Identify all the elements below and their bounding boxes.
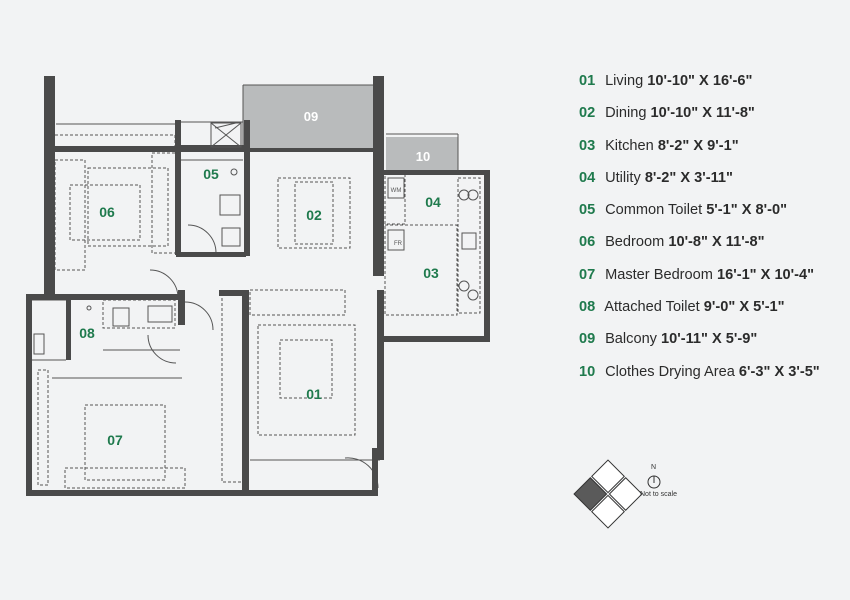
legend-item-04: 04 Utility 8'-2" X 3'-11" (579, 169, 733, 186)
fridge-label: FR (394, 241, 403, 247)
room-label-08: 08 (79, 325, 95, 341)
legend-item-03: 03 Kitchen 8'-2" X 9'-1" (579, 137, 739, 154)
room-label-05: 05 (203, 166, 219, 182)
key-plan (573, 459, 661, 529)
interior-lines (30, 84, 459, 461)
drying-area-10-fill (386, 137, 458, 174)
furniture-layout (37, 134, 481, 489)
washing-machine-label: WM (391, 188, 402, 194)
room-label-09: 09 (304, 109, 318, 124)
legend-item-08: 08 Attached Toilet 9'-0" X 5'-1" (579, 299, 785, 316)
legend-item-10: 10 Clothes Drying Area 6'-3" X 3'-5" (579, 363, 820, 380)
room-legend: 01 Living 10'-10" X 16'-6" 02 Dining 10'… (579, 70, 844, 393)
room-label-06: 06 (99, 204, 115, 220)
room-label-03: 03 (423, 265, 439, 281)
legend-item-09: 09 Balcony 10'-11" X 5'-9" (579, 331, 758, 348)
room-label-01: 01 (306, 386, 322, 402)
balcony-09-fill (243, 85, 373, 150)
room-label-02: 02 (306, 207, 322, 223)
legend-item-07: 07 Master Bedroom 16'-1" X 10'-4" (579, 266, 815, 283)
north-label: N (651, 464, 657, 471)
not-to-scale-note: Not to scale (640, 491, 677, 498)
legend-item-06: 06 Bedroom 10'-8" X 11'-8" (579, 234, 765, 251)
legend-item-02: 02 Dining 10'-10" X 11'-8" (579, 105, 755, 122)
room-label-10: 10 (416, 149, 430, 164)
legend-item-05: 05 Common Toilet 5'-1" X 8'-0" (579, 202, 787, 219)
legend-item-01: 01 Living 10'-10" X 16'-6" (579, 73, 753, 89)
room-label-04: 04 (425, 194, 441, 210)
fixtures (33, 122, 479, 355)
walls (26, 76, 490, 496)
room-label-07: 07 (107, 432, 123, 448)
